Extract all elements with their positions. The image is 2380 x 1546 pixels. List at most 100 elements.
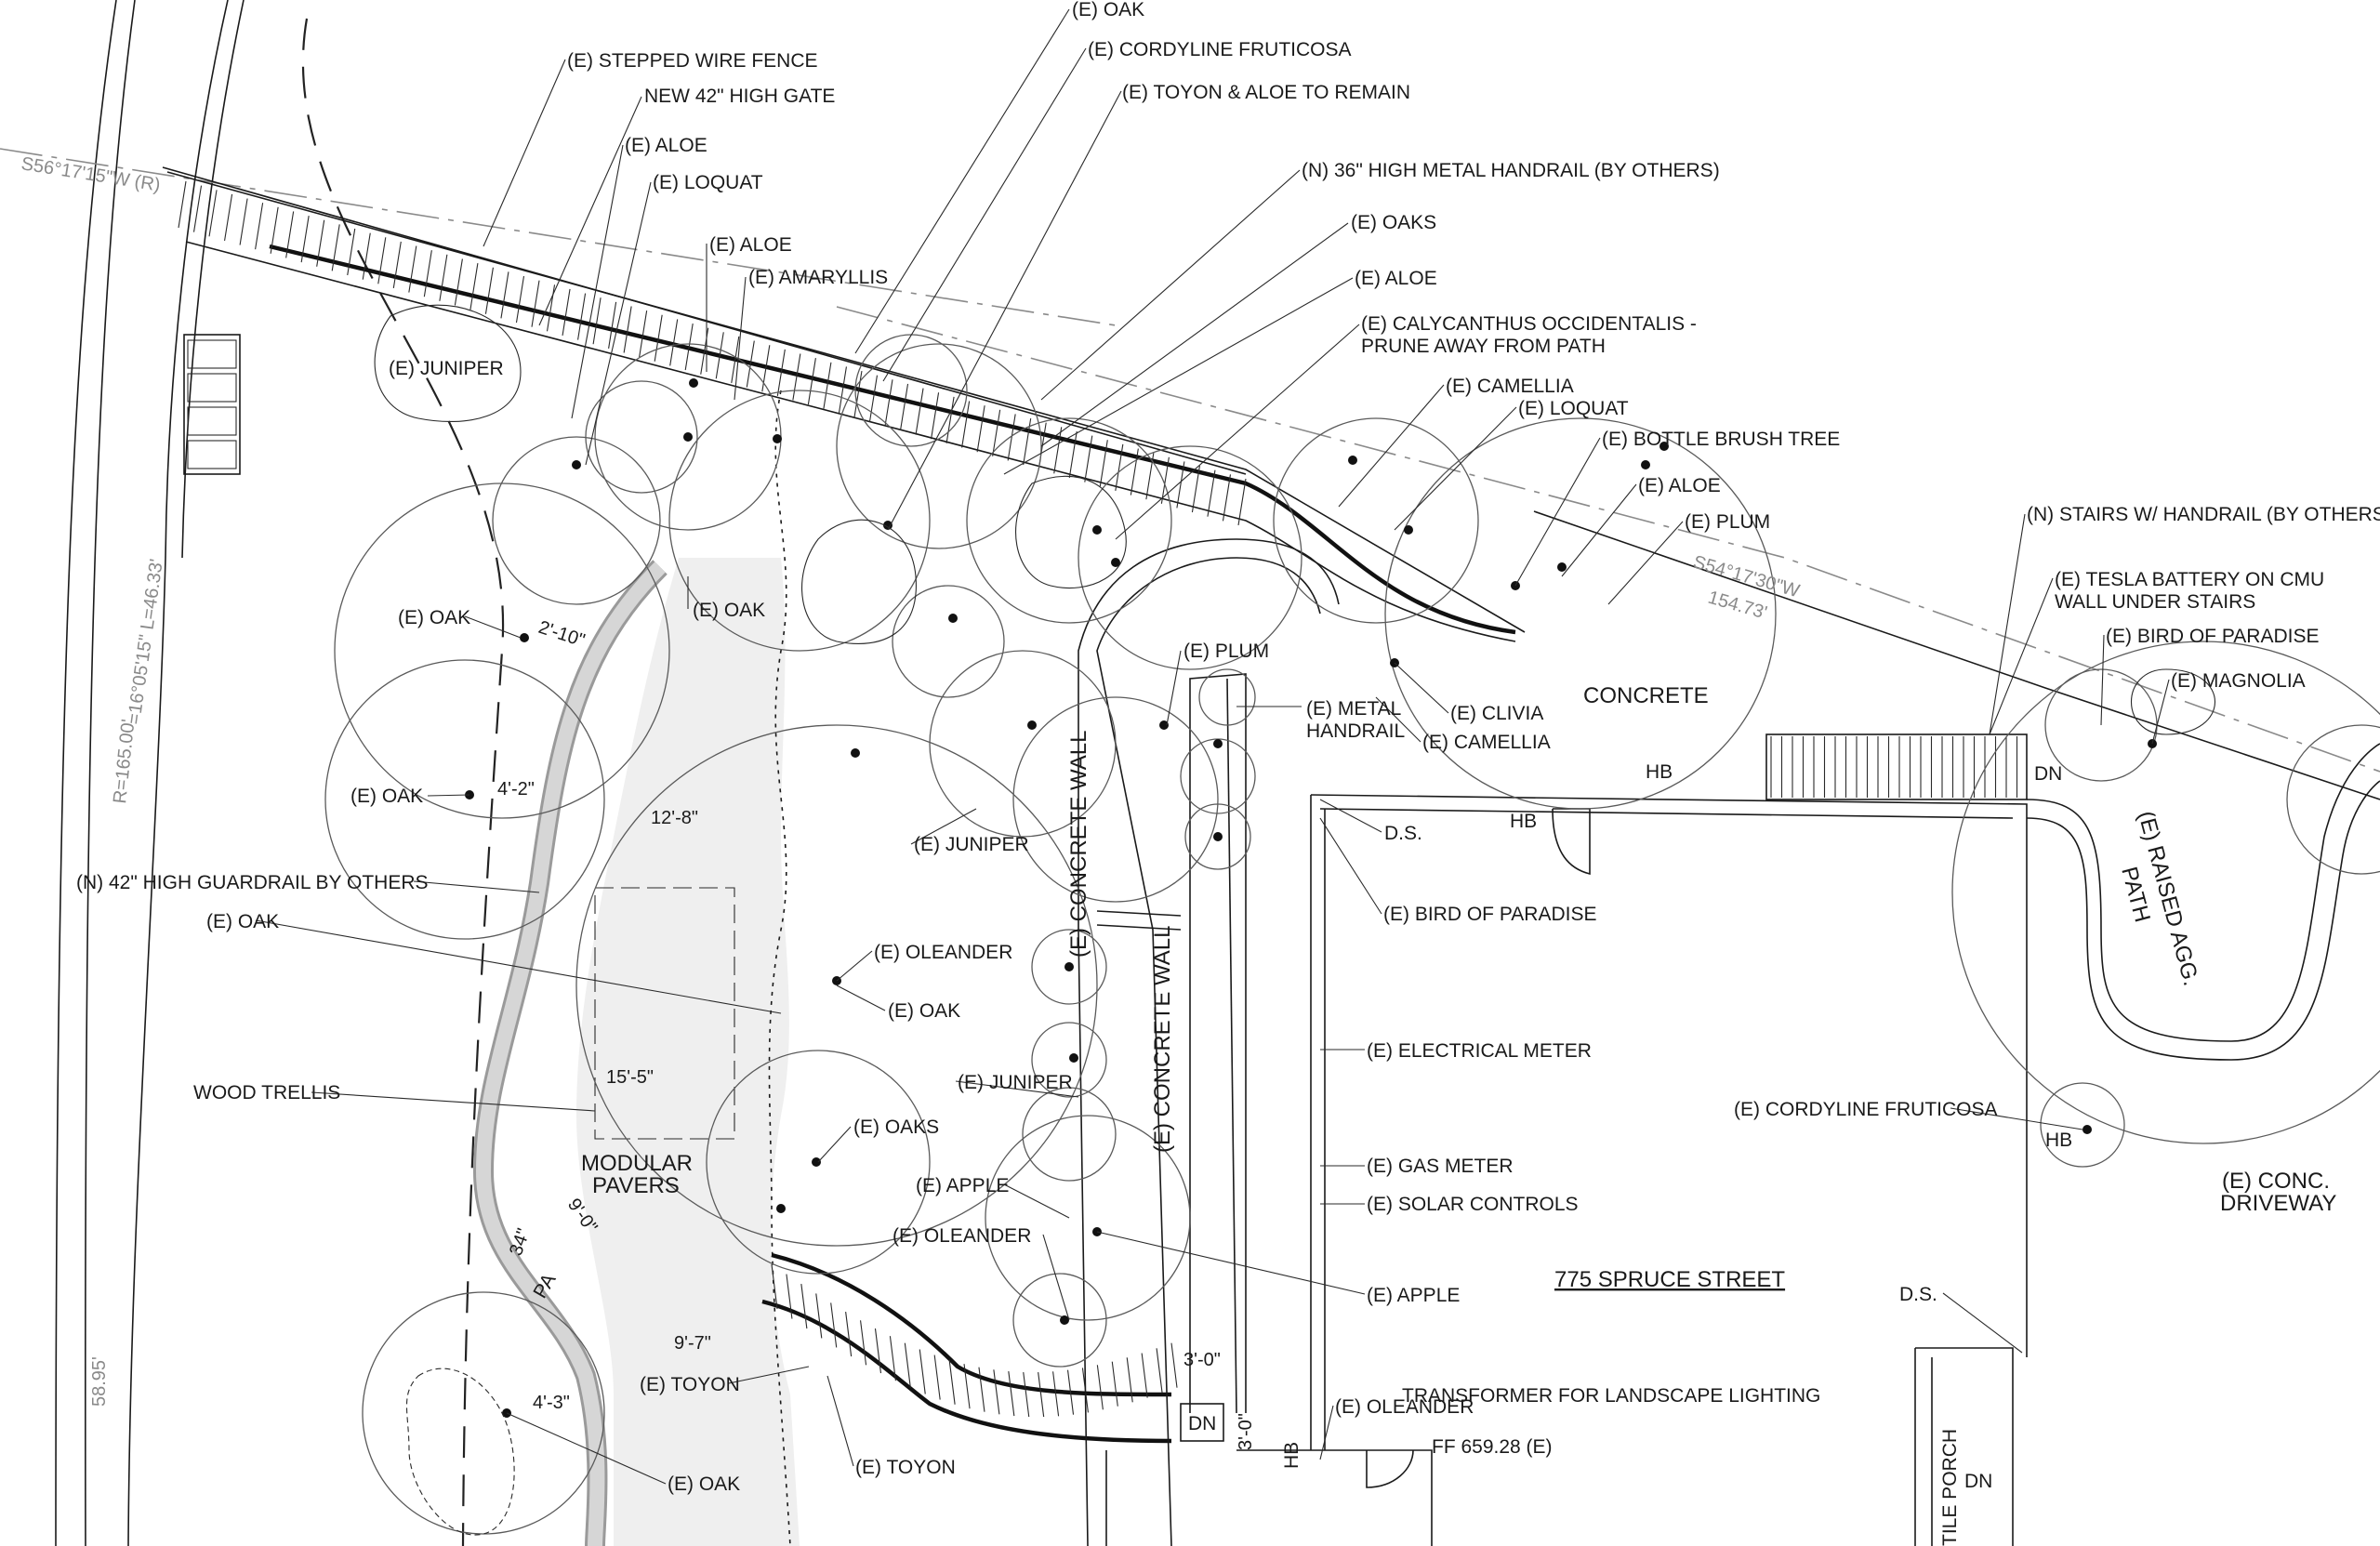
- label-oak-6: (E) OAK: [888, 1000, 960, 1022]
- tree-canopy: [1012, 1273, 1107, 1368]
- label-plum-1: (E) PLUM: [1685, 511, 1770, 533]
- leader-line: [1989, 577, 2054, 735]
- stair-tread: [919, 1349, 926, 1394]
- leader-line: [2100, 634, 2105, 726]
- label-magnolia: (E) MAGNOLIA: [2171, 670, 2306, 692]
- stair-tread: [776, 349, 786, 396]
- tree-canopy: [985, 1115, 1191, 1321]
- stair-tread: [792, 353, 801, 401]
- lower-curved-stair: [761, 1252, 1224, 1444]
- label-oak-2: (E) OAK: [398, 607, 470, 628]
- dim-3-0-v: 3'-0": [1236, 1413, 1256, 1450]
- stair-tread: [807, 358, 816, 405]
- tree-trunk: [812, 1157, 821, 1167]
- tree-trunk: [1348, 456, 1357, 465]
- stair-tread: [963, 1364, 971, 1409]
- stair-tread: [1170, 1342, 1178, 1388]
- stair-tread: [1023, 417, 1032, 466]
- tree-trunk: [1064, 962, 1074, 971]
- tree-canopy: [1078, 445, 1302, 670]
- label-bird-paradise-2: (E) BIRD OF PARADISE: [1383, 904, 1596, 925]
- label-hb-4: HB: [1281, 1442, 1302, 1469]
- stair-tread: [1130, 448, 1139, 496]
- stair-tread: [800, 1284, 808, 1329]
- leader-line: [1375, 696, 1421, 743]
- label-handrail-metal: (N) 36" HIGH METAL HANDRAIL (BY OTHERS): [1302, 160, 1720, 181]
- label-ds-1: D.S.: [1384, 823, 1422, 844]
- label-new-gate: NEW 42" HIGH GATE: [644, 86, 835, 107]
- label-cordyline-2: (E) CORDYLINE FRUTICOSA: [1734, 1099, 1998, 1120]
- stair-tread: [771, 1263, 778, 1310]
- label-oaks-2: (E) OAKS: [853, 1117, 939, 1138]
- label-hb-1: HB: [1646, 761, 1673, 783]
- stair-tread: [270, 206, 279, 254]
- stair-tread: [868, 375, 879, 422]
- stair-tread: [915, 388, 924, 435]
- label-metal-handrail-2: HANDRAIL: [1306, 720, 1405, 742]
- stair-tread: [639, 311, 648, 358]
- label-dn-3: DN: [1964, 1471, 1992, 1492]
- leader-line: [836, 984, 886, 1011]
- tree-canopy: [929, 650, 1117, 838]
- stair-tread: [1099, 440, 1108, 487]
- stair-tread: [1053, 427, 1063, 474]
- stair-tread: [830, 1302, 838, 1348]
- leader-line: [1096, 1231, 1366, 1295]
- gravel-path: [472, 560, 668, 1546]
- label-bird-paradise-1: (E) BIRD OF PARADISE: [2106, 626, 2319, 647]
- stair-tread: [1007, 414, 1016, 461]
- stair-tread: [1052, 1371, 1060, 1417]
- stair-tread: [823, 362, 832, 409]
- stair-tread: [255, 203, 264, 250]
- stair-tread: [976, 405, 985, 453]
- tree-trunk: [948, 614, 958, 623]
- stair-tread: [945, 396, 955, 443]
- leader-line: [1166, 650, 1182, 726]
- leader-line: [538, 96, 642, 326]
- stair-tread: [961, 401, 971, 448]
- tree-canopy: [1184, 803, 1251, 870]
- tree-canopies: [324, 334, 2380, 1535]
- dim-34: 34": [506, 1226, 535, 1259]
- stair-tread: [531, 280, 540, 327]
- leader-line: [955, 1080, 1079, 1098]
- label-tile-porch: TILE PORCH: [1939, 1429, 1961, 1546]
- leader-line: [1003, 1183, 1070, 1219]
- tree-trunk: [1641, 460, 1650, 469]
- leader-line: [1338, 384, 1445, 508]
- tree-trunk: [2082, 1125, 2092, 1134]
- label-amaryllis: (E) AMARYLLIS: [748, 267, 888, 288]
- tree-trunk: [773, 434, 782, 443]
- stair-tread: [208, 190, 218, 237]
- stair-tread: [889, 1336, 896, 1381]
- tree-canopy: [575, 724, 1098, 1247]
- label-toyon-1: (E) TOYON: [640, 1374, 740, 1395]
- label-aloe-1: (E) ALOE: [625, 135, 707, 156]
- stair-tread: [904, 1342, 911, 1388]
- house-outline: [1105, 794, 2028, 1546]
- tree-trunk: [572, 460, 581, 469]
- label-guardrail: (N) 42" HIGH GUARDRAIL BY OTHERS: [76, 872, 429, 893]
- tree-trunk: [1092, 525, 1102, 535]
- dim-4-2: 4'-2": [497, 779, 535, 799]
- leader-line: [1319, 799, 1382, 833]
- dist-1: 154.73': [1706, 588, 1770, 624]
- label-conc-driveway-2: DRIVEWAY: [2220, 1191, 2336, 1216]
- leader-line: [427, 794, 470, 797]
- label-aloe-3: (E) ALOE: [1355, 268, 1437, 289]
- stair-tread: [731, 336, 740, 384]
- stair-tread: [408, 245, 417, 293]
- label-conc-driveway-1: (E) CONC.: [2222, 1169, 2330, 1194]
- stair-tread: [515, 275, 525, 324]
- shrub-blobs: [374, 304, 2215, 1536]
- stair-tread: [316, 219, 325, 267]
- tree-canopy: [668, 390, 931, 652]
- stair-tread: [1038, 1372, 1045, 1418]
- label-oleander-3: (E) OLEANDER: [1335, 1396, 1474, 1418]
- leader-line: [734, 276, 747, 401]
- dim-12-8: 12'-8": [651, 808, 698, 828]
- stair-tread: [853, 370, 863, 418]
- label-camellia-2: (E) CAMELLIA: [1422, 732, 1551, 753]
- tree-canopy: [1273, 417, 1479, 624]
- stair-tread: [608, 301, 617, 349]
